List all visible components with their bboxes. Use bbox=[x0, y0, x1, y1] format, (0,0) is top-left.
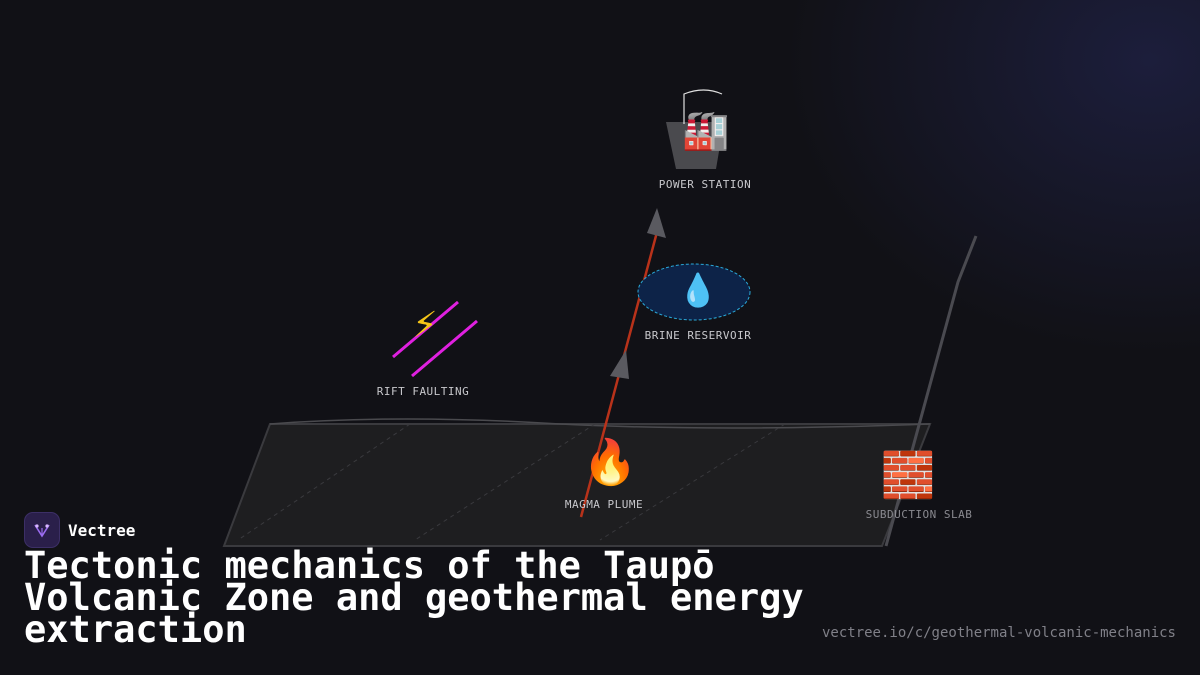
droplet-icon: 💧 bbox=[678, 271, 718, 309]
brick-icon: 🧱 bbox=[880, 450, 936, 501]
power-station-base bbox=[666, 122, 724, 169]
brine-reservoir-label: BRINE RESERVOIR bbox=[644, 329, 752, 342]
lightning-icon: ⚡ bbox=[412, 305, 438, 346]
crust-plate bbox=[222, 423, 932, 547]
factory-icon: 🏭 bbox=[682, 108, 730, 152]
arrowhead-lower bbox=[610, 350, 629, 379]
rift-fault-line bbox=[411, 319, 478, 378]
subduction-slab-line bbox=[884, 235, 978, 547]
rift-fault-line bbox=[392, 300, 459, 359]
arrowhead-upper bbox=[647, 208, 666, 238]
brine-reservoir-ellipse bbox=[637, 263, 751, 321]
vectree-logo-icon bbox=[24, 512, 60, 548]
source-url: vectree.io/c/geothermal-volcanic-mechani… bbox=[821, 625, 1176, 641]
brand-name: Vectree bbox=[68, 520, 136, 540]
power-station-label: POWER STATION bbox=[658, 178, 752, 191]
page-title: Tectonic mechanics of the Taupō Volcanic… bbox=[24, 544, 804, 651]
fire-icon: 🔥 bbox=[582, 437, 638, 488]
brand: Vectree bbox=[24, 512, 135, 548]
power-station-steam bbox=[683, 89, 723, 124]
subduction-slab-label: SUBDUCTION SLAB bbox=[865, 508, 973, 521]
magma-plume-label: MAGMA PLUME bbox=[564, 498, 644, 511]
crust-surface-curve bbox=[269, 418, 931, 429]
rift-faulting-label: RIFT FAULTING bbox=[376, 385, 470, 398]
plate-gridline bbox=[414, 423, 596, 541]
plate-gridline bbox=[237, 423, 411, 541]
